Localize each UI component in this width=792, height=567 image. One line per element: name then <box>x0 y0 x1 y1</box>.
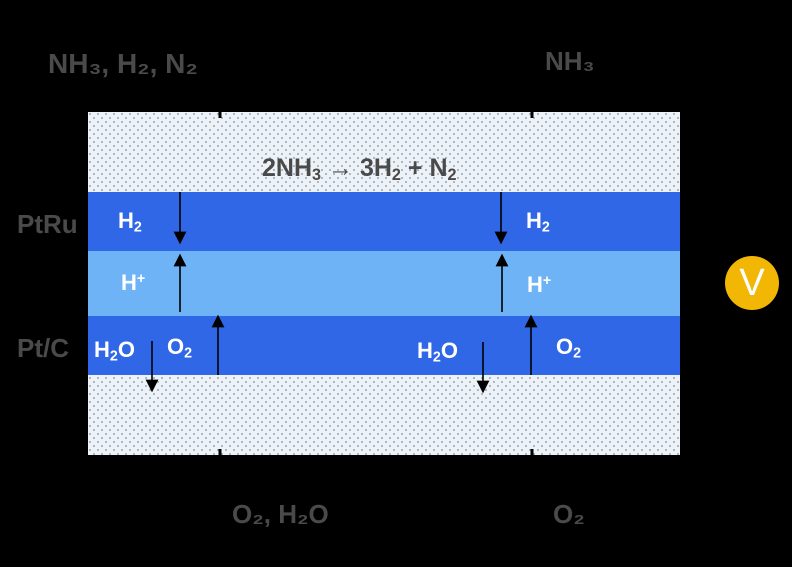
h2-label-right: H2 <box>526 208 550 236</box>
oxygen-label-left: O2 <box>167 334 193 362</box>
cathode-catalyst-label: Pt/C <box>17 333 69 363</box>
reaction-equation: 2NH3 → 3H2 + N2 <box>262 154 457 185</box>
bottom-left-gas-label: O₂, H₂O <box>232 499 329 529</box>
proton-label-left: H+ <box>121 270 146 295</box>
water-label-left: H2O <box>94 337 135 365</box>
voltmeter-icon <box>725 256 779 310</box>
anode-layer <box>88 192 680 251</box>
oxygen-label-right: O2 <box>556 334 582 362</box>
top-right-gas-label: NH₃ <box>545 46 595 76</box>
membrane-layer <box>88 251 680 316</box>
h2-label-left: H2 <box>118 208 142 236</box>
anode-catalyst-label: PtRu <box>17 209 78 239</box>
cathode-layer <box>88 316 680 375</box>
water-label-right: H2O <box>417 338 458 366</box>
proton-label-right: H+ <box>527 272 552 297</box>
voltmeter-symbol: V <box>739 262 765 304</box>
bottom-right-gas-label: O₂ <box>553 499 585 529</box>
top-left-gas-label: NH₃, H₂, N₂ <box>48 48 198 79</box>
